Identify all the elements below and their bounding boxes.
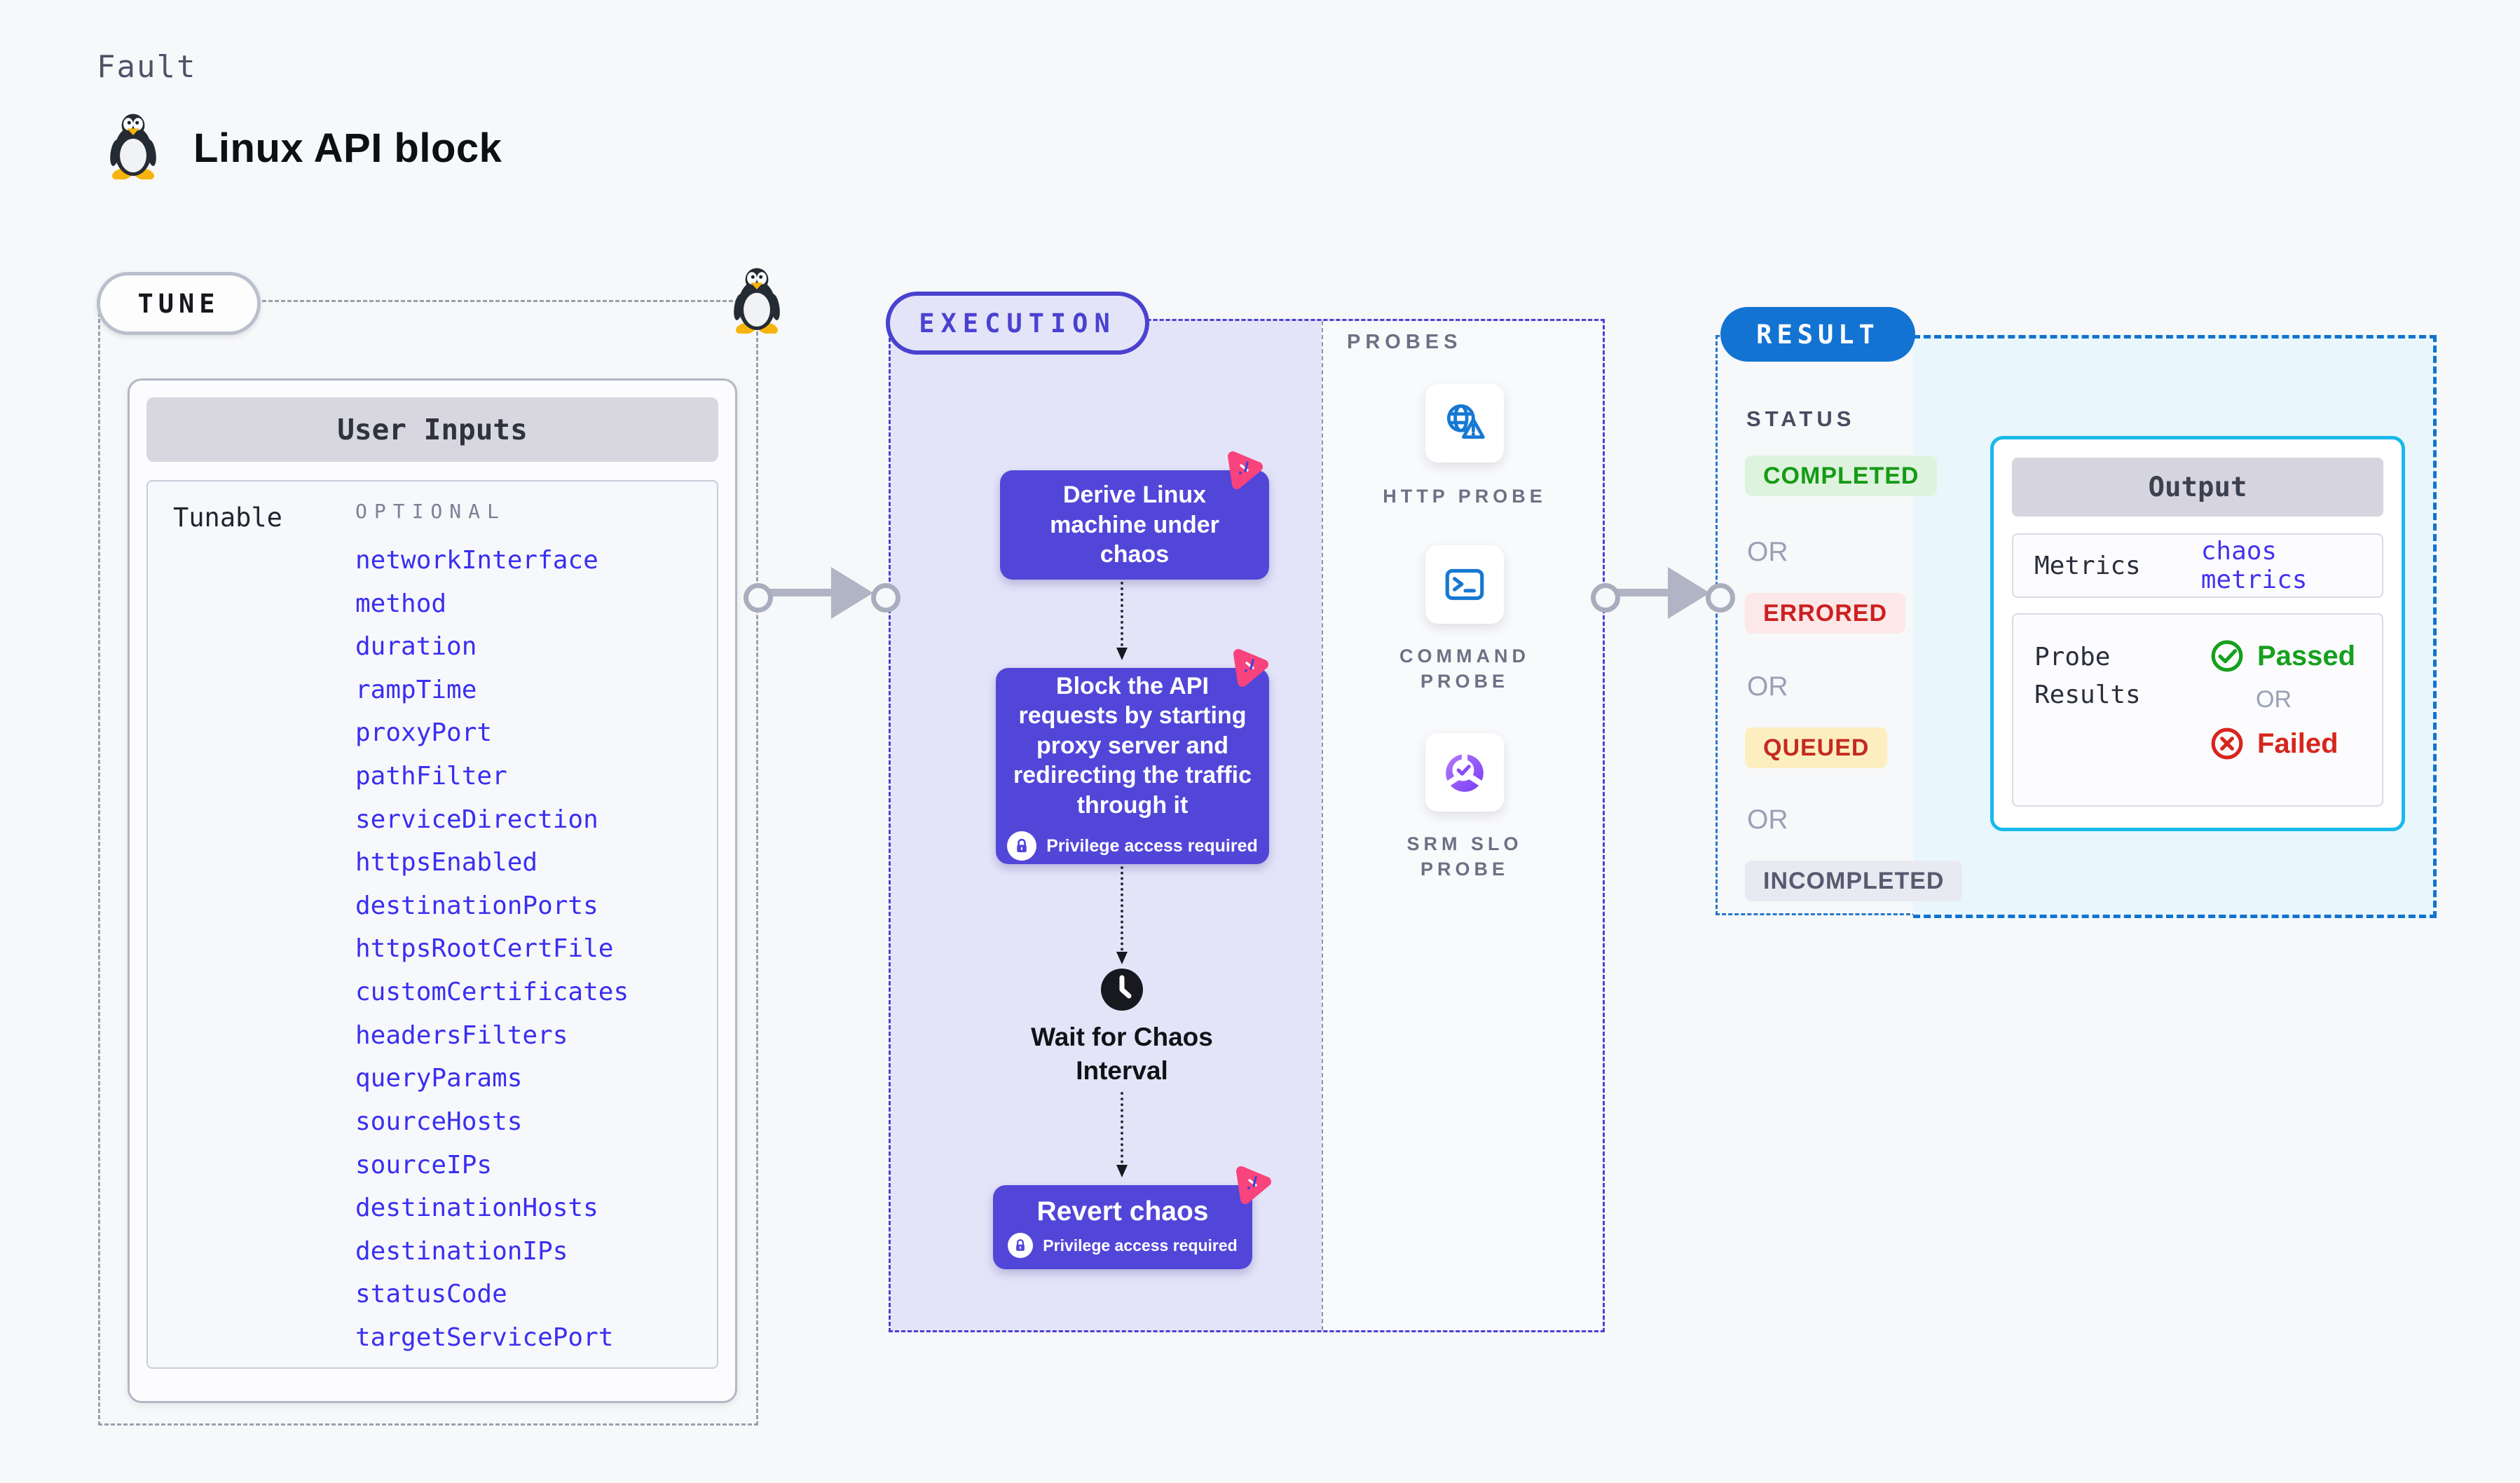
wait-clock-icon	[1100, 967, 1144, 1012]
flow-arrow	[1116, 582, 1128, 660]
param-link[interactable]: customCertificates	[355, 978, 629, 1007]
command-probe-icon	[1442, 561, 1488, 608]
chaos-icon	[1221, 448, 1266, 493]
tunable-param-list: networkInterface method duration rampTim…	[355, 546, 629, 1352]
status-badge-queued: QUEUED	[1745, 727, 1888, 768]
status-badge-errored: ERRORED	[1745, 593, 1906, 634]
page-title: Linux API block	[193, 125, 502, 171]
wait-label: Wait for Chaos Interval	[1031, 1023, 1213, 1086]
exec-step-derive-text: Derive Linux machine under chaos	[1050, 481, 1219, 568]
failed-x-icon	[2210, 726, 2245, 761]
execution-section: Derive Linux machine under chaos Block t…	[889, 319, 1605, 1332]
metrics-label: Metrics	[2034, 551, 2141, 580]
privilege-badge-text: Privilege access required	[1043, 1236, 1238, 1255]
result-pill: RESULT	[1720, 307, 1915, 362]
probes-panel	[1322, 321, 1603, 1330]
passed-label: Passed	[2257, 640, 2356, 671]
or-separator: OR	[1747, 671, 1788, 702]
srm-slo-probe-card	[1425, 733, 1504, 812]
probe-results-label: Probe Results	[2034, 643, 2141, 709]
param-link[interactable]: destinationIPs	[355, 1236, 568, 1266]
param-link[interactable]: networkInterface	[355, 546, 598, 575]
tunable-row-label: Tunable	[173, 503, 282, 533]
user-inputs-card: User Inputs Tunable OPTIONAL networkInte…	[128, 378, 737, 1403]
param-link[interactable]: pathFilter	[355, 762, 507, 791]
srm-slo-probe-icon	[1442, 749, 1488, 795]
metrics-row: Metrics chaos metrics	[2012, 533, 2383, 598]
connector-arrowhead	[1668, 567, 1710, 619]
privilege-badge: Privilege access required	[1007, 831, 1258, 861]
param-link[interactable]: queryParams	[355, 1064, 523, 1093]
status-badge-completed: COMPLETED	[1745, 456, 1938, 496]
param-link[interactable]: httpsEnabled	[355, 848, 538, 877]
param-link[interactable]: targetServicePort	[355, 1323, 614, 1352]
connector-line	[763, 589, 833, 596]
status-label: STATUS	[1746, 406, 1856, 431]
param-link[interactable]: proxyPort	[355, 718, 493, 748]
flow-arrow	[1116, 1092, 1128, 1177]
failed-label: Failed	[2257, 727, 2338, 759]
or-separator: OR	[1747, 805, 1788, 835]
param-link[interactable]: sourceIPs	[355, 1150, 493, 1180]
command-probe-label: COMMAND PROBE	[1399, 645, 1530, 692]
tune-section	[98, 300, 758, 1426]
chaos-icon	[1230, 1163, 1275, 1208]
exec-step-block-api-text: Block the API requests by starting proxy…	[1013, 672, 1252, 819]
status-badge-incompleted: INCOMPLETED	[1745, 861, 1963, 901]
param-link[interactable]: sourceHosts	[355, 1107, 523, 1136]
srm-slo-probe-label: SRM SLO PROBE	[1406, 833, 1523, 880]
optional-column-label: OPTIONAL	[355, 500, 506, 523]
passed-check-icon	[2210, 638, 2245, 674]
execution-pill: EXECUTION	[886, 292, 1149, 355]
flow-arrow	[1116, 866, 1128, 964]
param-link[interactable]: serviceDirection	[355, 805, 598, 834]
command-probe-card	[1425, 545, 1504, 624]
exec-step-revert-text: Revert chaos	[1036, 1196, 1209, 1226]
output-card: Output Metrics chaos metrics Probe Resul…	[1990, 436, 2405, 831]
connector-start-circle	[1591, 583, 1620, 613]
tunables-table: Tunable OPTIONAL networkInterface method…	[146, 480, 718, 1369]
exec-step-revert: Revert chaos Privilege access required	[993, 1185, 1252, 1269]
or-separator: OR	[2256, 686, 2292, 713]
tune-pill: TUNE	[97, 272, 261, 335]
param-link[interactable]: httpsRootCertFile	[355, 934, 614, 964]
connector-line	[1610, 589, 1671, 596]
linux-tux-icon	[104, 112, 163, 179]
lock-icon	[1008, 1233, 1034, 1258]
or-separator: OR	[1747, 537, 1788, 567]
linux-tux-corner-icon	[727, 266, 786, 334]
connector-start-circle	[744, 583, 773, 613]
exec-step-block-api: Block the API requests by starting proxy…	[996, 668, 1269, 864]
connector-end-circle	[871, 583, 901, 613]
http-probe-label: HTTP PROBE	[1383, 486, 1547, 507]
probes-label: PROBES	[1347, 331, 1463, 353]
connector-end-circle	[1706, 583, 1735, 613]
param-link[interactable]: rampTime	[355, 675, 477, 704]
probe-results-values: Passed OR Failed	[2210, 638, 2355, 761]
param-link[interactable]: destinationHosts	[355, 1194, 598, 1223]
metrics-value[interactable]: chaos metrics	[2200, 537, 2308, 594]
param-link[interactable]: destinationPorts	[355, 891, 598, 920]
lock-icon	[1007, 831, 1037, 861]
output-title: Output	[2012, 458, 2383, 517]
privilege-badge-text: Privilege access required	[1046, 835, 1258, 856]
exec-step-derive: Derive Linux machine under chaos	[1000, 470, 1269, 580]
user-inputs-title: User Inputs	[146, 397, 718, 462]
fault-kicker: Fault	[97, 49, 197, 85]
param-link[interactable]: duration	[355, 632, 477, 662]
connector-arrowhead	[831, 567, 873, 619]
param-link[interactable]: statusCode	[355, 1280, 507, 1309]
probe-results-row: Probe Results Passed OR Failed	[2012, 613, 2383, 807]
chaos-icon	[1227, 645, 1272, 690]
http-probe-icon	[1442, 400, 1488, 446]
http-probe-card	[1425, 384, 1504, 463]
privilege-badge: Privilege access required	[1008, 1233, 1238, 1258]
param-link[interactable]: method	[355, 589, 447, 618]
param-link[interactable]: headersFilters	[355, 1020, 568, 1050]
